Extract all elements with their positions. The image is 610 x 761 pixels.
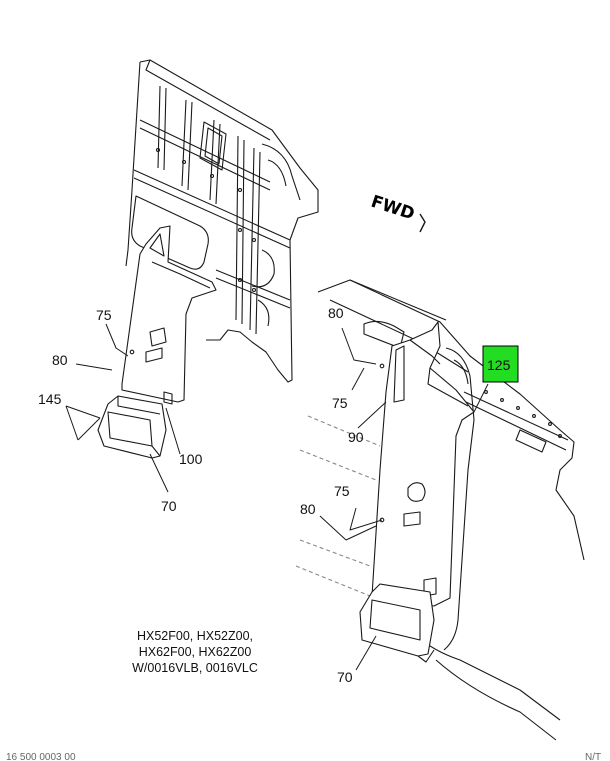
fwd-arrow-icon bbox=[419, 213, 426, 233]
callout-left-80: 80 bbox=[52, 352, 68, 368]
callout-left-100: 100 bbox=[179, 451, 203, 467]
left-scuff-bracket bbox=[97, 395, 167, 459]
right-leader-lines bbox=[319, 327, 489, 671]
callout-right-125: 125 bbox=[487, 357, 511, 373]
fwd-label: FWD bbox=[368, 192, 416, 225]
callout-left-75: 75 bbox=[96, 307, 112, 323]
caption-line: W/0016VLB, 0016VLC bbox=[132, 661, 258, 675]
callout-right-90: 90 bbox=[348, 429, 364, 445]
callout-right-75-bottom: 75 bbox=[334, 483, 350, 499]
callout-right-80-bottom: 80 bbox=[300, 501, 316, 517]
drawing-number: 16 500 0003 00 bbox=[6, 752, 76, 761]
right-cab-wall-frame bbox=[295, 279, 585, 741]
caption-line: HX52F00, HX52Z00, bbox=[136, 629, 254, 643]
right-scuff-bracket bbox=[359, 583, 435, 663]
callout-left-145: 145 bbox=[38, 391, 62, 407]
left-trim-panel bbox=[121, 225, 217, 405]
caption-line: HX62F00, HX62Z00 bbox=[138, 645, 252, 659]
callout-left-70: 70 bbox=[161, 498, 177, 514]
callout-right-75-top: 75 bbox=[332, 395, 348, 411]
callout-right-70: 70 bbox=[337, 669, 353, 685]
footer-code: N/T bbox=[585, 752, 602, 761]
callout-right-80-top: 80 bbox=[328, 305, 344, 321]
highlighted-callout-box bbox=[482, 345, 519, 383]
applicability-caption: HX52F00, HX52Z00, HX62F00, HX62Z00 W/001… bbox=[110, 628, 280, 676]
left-cab-wall-frame bbox=[125, 59, 319, 383]
right-trim-panel bbox=[371, 321, 475, 607]
left-leader-lines bbox=[65, 323, 181, 493]
